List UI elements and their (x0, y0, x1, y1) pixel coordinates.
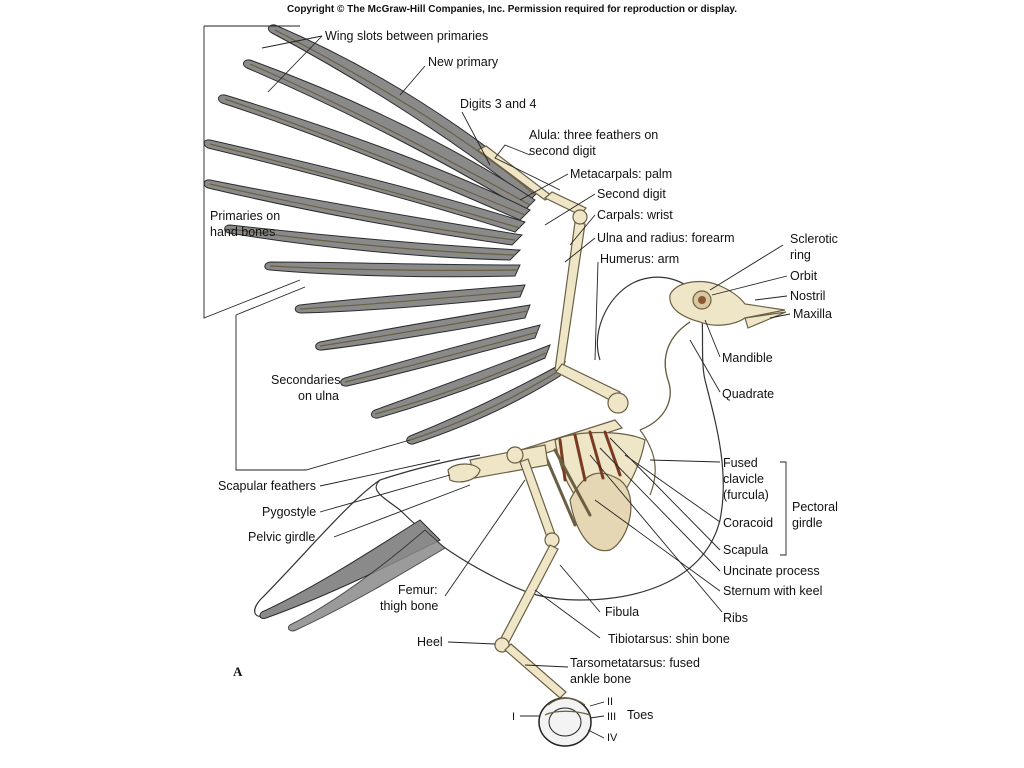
label-second-digit: Second digit (597, 187, 666, 201)
tarsometatarsus-bone (504, 643, 567, 699)
label-mandible: Mandible (722, 351, 773, 365)
label-tibiotarsus: Tibiotarsus: shin bone (608, 632, 730, 646)
shoulder-joint (607, 392, 629, 414)
label-ribs: Ribs (723, 611, 748, 625)
label-orbit: Orbit (790, 269, 818, 283)
label-secondaries-line1: Secondaries (271, 373, 341, 387)
body-outline (254, 276, 724, 618)
tail-feathers (259, 519, 446, 632)
mandible-bone (744, 311, 787, 329)
label-pectoral-line2: girdle (792, 516, 823, 530)
label-uncinate: Uncinate process (723, 564, 820, 578)
label-metacarpals: Metacarpals: palm (570, 167, 672, 181)
panel-letter: A (233, 664, 243, 679)
label-nostril: Nostril (790, 289, 825, 303)
label-digits-3-4: Digits 3 and 4 (460, 97, 536, 111)
label-tarsometatarsus-line1: Tarsometatarsus: fused (570, 656, 700, 670)
sclerotic-ring-mark (698, 296, 706, 304)
label-sclerotic-line2: ring (790, 248, 811, 262)
label-toe-4: IV (607, 732, 618, 744)
humerus-bone (555, 363, 622, 401)
metacarpal-bones (543, 191, 587, 216)
pygostyle-bone (447, 463, 481, 483)
label-alula-line2: second digit (529, 144, 596, 158)
label-brackets (203, 25, 787, 556)
label-alula-line1: Alula: three feathers on (529, 128, 658, 142)
label-femur-line2: thigh bone (380, 599, 438, 613)
label-primaries-line1: Primaries on (210, 209, 280, 223)
foot (538, 697, 592, 747)
label-coracoid: Coracoid (723, 516, 773, 530)
label-pelvic-girdle: Pelvic girdle (248, 530, 315, 544)
label-sternum: Sternum with keel (723, 584, 822, 598)
keel (569, 472, 632, 552)
heel-joint (494, 637, 510, 653)
label-pectoral-line1: Pectoral (792, 500, 838, 514)
copyright-notice: Copyright © The McGraw-Hill Companies, I… (287, 4, 737, 15)
label-new-primary: New primary (428, 55, 499, 69)
pectoral-bracket (780, 461, 787, 556)
label-quadrate: Quadrate (722, 387, 774, 401)
label-fibula: Fibula (605, 605, 639, 619)
label-fused-clavicle-line3: (furcula) (723, 488, 769, 502)
label-maxilla: Maxilla (793, 307, 832, 321)
label-toe-3: III (607, 711, 616, 723)
label-pygostyle: Pygostyle (262, 505, 316, 519)
label-toe-2: II (607, 696, 613, 708)
hip-joint (506, 446, 524, 464)
label-wing-slots: Wing slots between primaries (325, 29, 488, 43)
leader-lines (261, 35, 791, 739)
primaries-bracket (203, 26, 301, 319)
knee-joint (544, 532, 560, 548)
alula-bracket (494, 144, 561, 191)
label-humerus: Humerus: arm (600, 252, 679, 266)
tibiotarsus-bone (499, 544, 559, 645)
label-secondaries-line2: on ulna (298, 389, 339, 403)
label-fused-clavicle-line2: clavicle (723, 472, 764, 486)
label-toe-1: I (512, 711, 515, 723)
label-scapular-feathers: Scapular feathers (218, 479, 316, 493)
label-heel: Heel (417, 635, 443, 649)
label-sclerotic-line1: Sclerotic (790, 232, 838, 246)
label-fused-clavicle-line1: Fused (723, 456, 758, 470)
wing-feathers (203, 24, 566, 445)
skeleton (447, 145, 787, 747)
label-primaries-line2: hand bones (210, 225, 275, 239)
label-tarsometatarsus-line2: ankle bone (570, 672, 631, 686)
label-ulna-radius: Ulna and radius: forearm (597, 231, 735, 245)
label-carpals: Carpals: wrist (597, 208, 673, 222)
furcula (639, 429, 656, 496)
secondaries-bracket (235, 315, 411, 471)
text-labels: Wing slots between primaries New primary… (210, 29, 838, 744)
label-femur-line1: Femur: (398, 583, 438, 597)
label-toes: Toes (627, 708, 653, 722)
label-scapula: Scapula (723, 543, 768, 557)
carpal-joint (572, 209, 588, 225)
